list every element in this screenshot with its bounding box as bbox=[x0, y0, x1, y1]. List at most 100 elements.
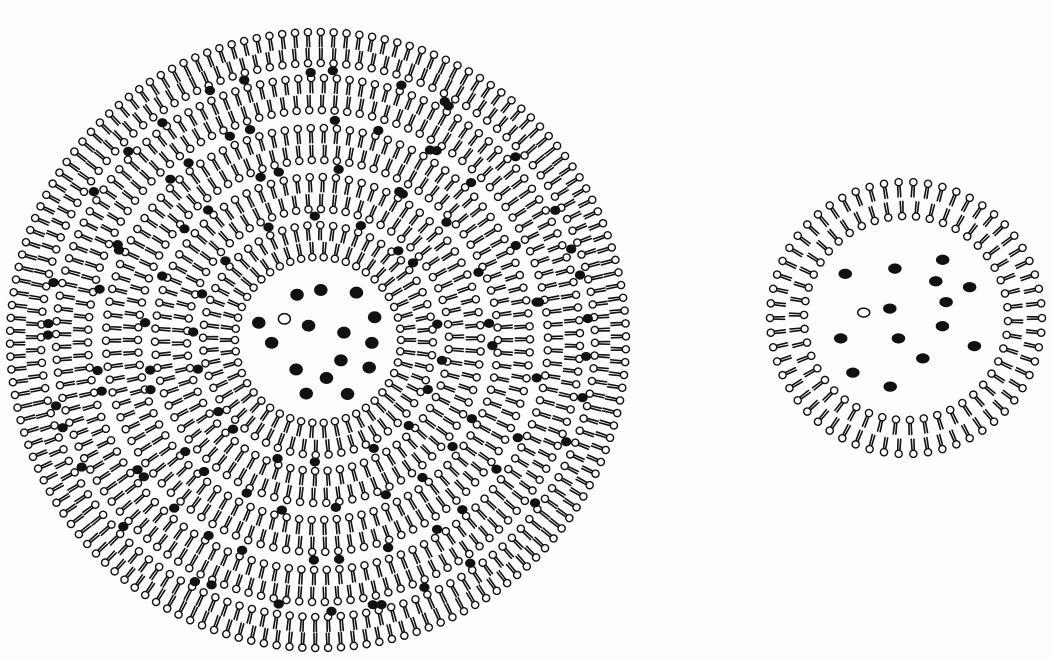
lipid-head bbox=[477, 335, 484, 342]
lipid-tail bbox=[900, 186, 901, 197]
encapsulated-particle bbox=[513, 433, 523, 442]
encapsulated-particle bbox=[369, 312, 381, 322]
lipid-head bbox=[912, 213, 919, 220]
lipid-head bbox=[84, 339, 91, 346]
lipid-head bbox=[319, 173, 326, 180]
lipid-tail bbox=[309, 229, 310, 240]
lipid-head bbox=[121, 139, 128, 146]
lipid-tail bbox=[366, 569, 368, 580]
lipid-head bbox=[536, 123, 543, 130]
lipid-tail bbox=[337, 82, 338, 93]
lipid-tail bbox=[418, 352, 429, 354]
lipid-tail bbox=[301, 537, 302, 548]
lipid-tail bbox=[313, 243, 314, 254]
lipid-head bbox=[906, 416, 913, 423]
encapsulated-particle bbox=[92, 366, 102, 375]
lipid-head bbox=[426, 218, 433, 225]
lipid-tail bbox=[77, 380, 88, 382]
lipid-tail bbox=[514, 313, 525, 314]
lipid-head bbox=[397, 348, 404, 355]
lipid-tail bbox=[1025, 291, 1036, 294]
lipid-tail bbox=[283, 149, 285, 160]
encapsulated-particle bbox=[273, 599, 283, 608]
lipid-tail bbox=[307, 96, 308, 107]
lipid-head bbox=[318, 106, 325, 113]
lipid-head bbox=[525, 310, 532, 317]
lipid-tail bbox=[464, 314, 475, 316]
lipid-head bbox=[281, 127, 288, 134]
lipid-head bbox=[293, 175, 300, 182]
lipid-head bbox=[526, 336, 533, 343]
encapsulated-particle bbox=[356, 221, 366, 230]
lipid-tail bbox=[608, 384, 619, 386]
encapsulated-particle bbox=[583, 314, 593, 323]
lipid-tail bbox=[335, 49, 336, 60]
lipid-head bbox=[517, 525, 524, 532]
lipid-tail bbox=[466, 324, 477, 325]
lipid-tail bbox=[125, 314, 136, 315]
lipid-head bbox=[325, 644, 332, 651]
lipid-head bbox=[54, 369, 61, 376]
lipid-head bbox=[305, 206, 312, 213]
bilayer-inner-leaflet bbox=[789, 201, 1022, 434]
lipid-tail bbox=[606, 396, 617, 398]
lipid-head bbox=[342, 208, 349, 215]
lipid-head bbox=[296, 548, 303, 555]
lipid-tail bbox=[299, 425, 301, 436]
lipid-head bbox=[323, 499, 330, 506]
lipid-head bbox=[533, 554, 540, 561]
lipid-tail bbox=[550, 364, 561, 365]
lipid-tail bbox=[1010, 337, 1021, 339]
lipid-head bbox=[321, 598, 328, 605]
lipid-tail bbox=[404, 328, 415, 329]
lipid-head bbox=[283, 546, 290, 553]
lipid-head bbox=[323, 566, 330, 573]
lipid-tail bbox=[77, 301, 88, 303]
lipid-head bbox=[85, 351, 92, 358]
lipid-tail bbox=[294, 231, 296, 242]
lipid-head bbox=[567, 406, 574, 413]
lipid-tail bbox=[31, 388, 42, 390]
lipid-tail bbox=[20, 279, 31, 281]
lipid-tail bbox=[776, 291, 787, 294]
lipid-tail bbox=[404, 325, 415, 327]
lipid-tail bbox=[297, 245, 299, 256]
lipid-tail bbox=[113, 303, 124, 305]
lipid-head bbox=[495, 146, 502, 153]
lipid-head bbox=[268, 111, 275, 118]
lipid-head bbox=[572, 291, 579, 298]
encapsulated-particle bbox=[303, 320, 315, 330]
lipid-head bbox=[299, 467, 306, 474]
lipid-head bbox=[1038, 329, 1045, 336]
lipid-tail bbox=[32, 285, 43, 287]
lipid-tail bbox=[349, 521, 351, 532]
lipid-head bbox=[56, 382, 63, 389]
lipid-head bbox=[525, 362, 532, 369]
encapsulated-particle bbox=[532, 373, 542, 382]
lipid-tail bbox=[299, 487, 300, 498]
lipid-tail bbox=[353, 618, 354, 629]
lipid-head bbox=[394, 314, 401, 321]
lipid-head bbox=[485, 138, 492, 145]
lipid-head bbox=[346, 76, 353, 83]
lipid-head bbox=[495, 526, 502, 533]
lipid-tail bbox=[328, 573, 329, 584]
lipid-head bbox=[452, 175, 459, 182]
lipid-tail bbox=[329, 474, 330, 485]
lipid-tail bbox=[62, 308, 73, 309]
lipid-tail bbox=[336, 487, 338, 498]
lipid-tail bbox=[337, 425, 339, 436]
lipid-tail bbox=[598, 315, 609, 316]
encapsulated-particle bbox=[263, 223, 273, 232]
lipid-tail bbox=[209, 362, 220, 364]
lipid-tail bbox=[336, 182, 337, 193]
lipid-tail bbox=[74, 317, 85, 318]
lipid-tail bbox=[335, 587, 336, 598]
encapsulated-particle bbox=[94, 285, 104, 294]
lipid-tail bbox=[338, 587, 339, 598]
lipid-tail bbox=[606, 285, 617, 287]
lipid-head bbox=[248, 637, 255, 644]
lipid-head bbox=[438, 443, 445, 450]
lipid-head bbox=[102, 559, 109, 566]
encapsulated-particle bbox=[937, 255, 949, 264]
